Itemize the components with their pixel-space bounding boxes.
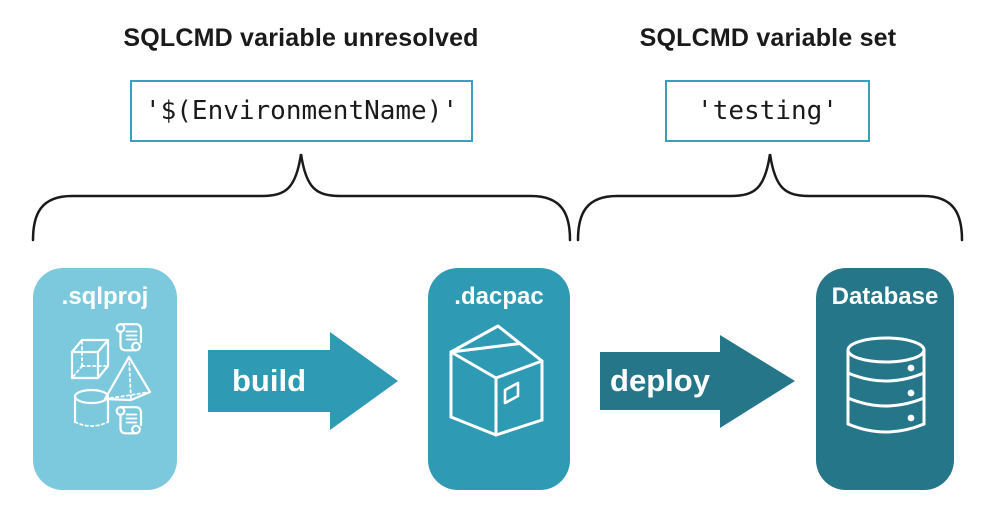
unresolved-variable-code-text: '$(EnvironmentName)' <box>144 96 459 126</box>
build-arrow: build <box>206 331 400 431</box>
sqlproj-label: .sqlproj <box>61 283 149 310</box>
package-tag <box>503 381 520 405</box>
set-variable-code-text: 'testing' <box>697 96 838 126</box>
cube-icon <box>70 338 110 380</box>
cylinder-icon <box>73 388 110 427</box>
script-icon <box>115 323 143 352</box>
unresolved-variable-code-box: '$(EnvironmentName)' <box>130 80 473 142</box>
deploy-arrow: deploy <box>598 331 798 431</box>
left-group-title: SQLCMD variable unresolved <box>123 24 479 52</box>
database-label: Database <box>831 283 939 310</box>
right-arrow-shape <box>208 332 398 430</box>
left-curly-brace <box>31 153 572 242</box>
right-arrow-shape <box>600 335 795 428</box>
sql-project-objects-icon <box>70 323 152 435</box>
pyramid-icon <box>103 355 152 402</box>
dacpac-node: .dacpac <box>428 268 570 490</box>
build-arrow-label: build <box>231 363 307 398</box>
database-cylinder-icon <box>846 336 926 434</box>
dacpac-label: .dacpac <box>454 283 544 310</box>
script-icon <box>115 406 143 435</box>
set-variable-code-box: 'testing' <box>665 80 870 142</box>
right-group-title: SQLCMD variable set <box>639 24 897 52</box>
right-curly-brace <box>576 153 964 242</box>
database-node: Database <box>816 268 954 490</box>
package-box-icon <box>449 324 544 437</box>
deploy-arrow-label: deploy <box>610 363 710 398</box>
sqlproj-node: .sqlproj <box>33 268 177 490</box>
